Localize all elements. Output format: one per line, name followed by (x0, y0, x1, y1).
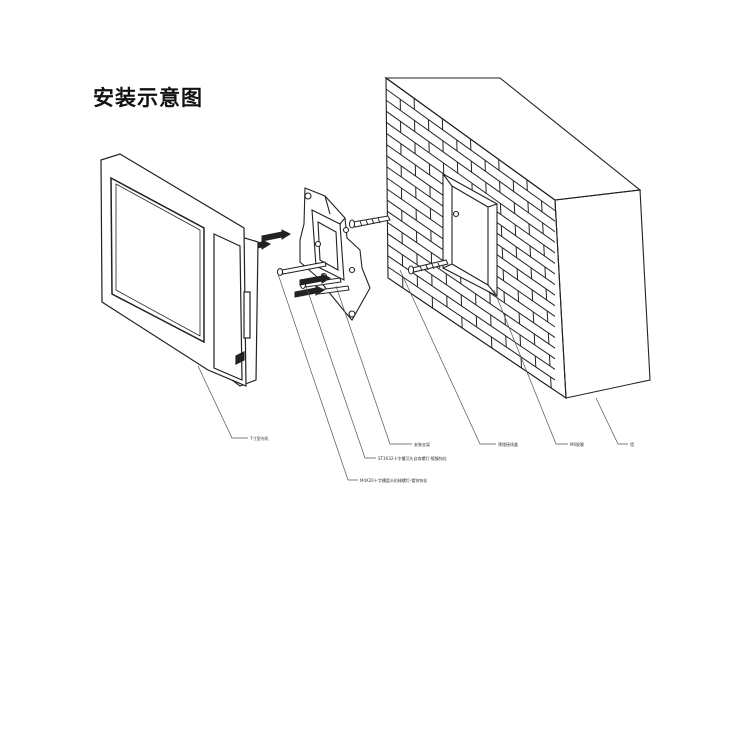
label-indoor-unit: 7寸室内机 (250, 435, 269, 441)
brick-joint-line (528, 223, 530, 235)
label-wall: 墙 (630, 441, 634, 447)
leader-screw-m4 (277, 273, 358, 481)
brick-joint-line (540, 200, 543, 212)
mounting-bracket (299, 187, 371, 321)
brick-joint-line (526, 179, 528, 191)
leader-indoor-unit (197, 365, 248, 439)
label-wall-plug: M6胶塞 (570, 441, 584, 447)
wall-side-face (554, 189, 651, 399)
brick-joint-line (542, 222, 544, 234)
brick-course-line (386, 110, 555, 234)
leader-wall (595, 397, 628, 445)
brick-joint-line (545, 288, 548, 300)
bracket-screw-upper (277, 261, 327, 276)
leader-wall-plug (493, 289, 568, 445)
brick-joint-line (527, 201, 529, 213)
brick-joint-line (531, 289, 534, 301)
brick-course-line (387, 266, 555, 388)
brick-course-line (387, 244, 555, 366)
label-junction-box: 预埋接线盒 (498, 441, 518, 447)
leader-screw-kb (305, 285, 376, 459)
arrow-lower (299, 273, 332, 286)
brick-joint-line (533, 333, 536, 345)
monitor-screen (110, 176, 205, 344)
brick-joint-line (547, 332, 550, 344)
brick-joint-line (532, 311, 535, 323)
leader-junction-box (399, 269, 496, 445)
leader-lines (197, 269, 628, 481)
brick-joint-line (550, 376, 552, 389)
arrow-upper (261, 229, 292, 242)
brick-joint-line (548, 354, 551, 367)
wall-screw-upper (349, 215, 391, 229)
label-mount-bracket: 安装支架 (414, 441, 430, 447)
brick-wall (384, 76, 651, 400)
brick-joint-line (530, 267, 533, 279)
leader-mount-bracket (335, 285, 412, 445)
brick-joint-line (546, 310, 549, 322)
brick-joint-line (534, 355, 537, 368)
brick-course-line (386, 88, 555, 212)
label-screw-m4: M4X20十字槽盘头机械螺钉-镀锌钝化 (360, 477, 427, 483)
label-screw-kb: ST3X32十字槽沉头自攻螺钉-镀镍钝化 (378, 455, 447, 461)
junction-box-opening (442, 173, 498, 297)
page-title: 安装示意图 (93, 86, 203, 110)
wall-screw-lower (408, 259, 449, 275)
brick-course-line (387, 277, 555, 398)
brick-joint-line (529, 245, 532, 257)
brick-joint-line (544, 266, 546, 278)
brick-joint-line (543, 244, 545, 256)
indoor-monitor (100, 153, 259, 387)
brick-pattern (386, 78, 555, 398)
monitor-side-button (243, 291, 251, 339)
